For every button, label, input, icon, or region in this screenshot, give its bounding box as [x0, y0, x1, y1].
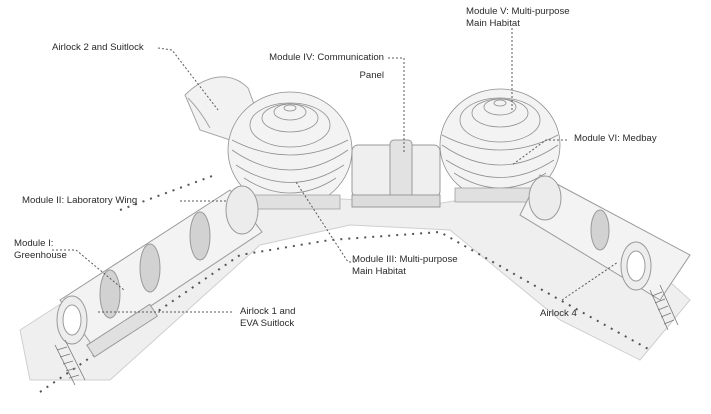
- airlock-1-label: Airlock 1 and EVA Suitlock: [240, 306, 296, 329]
- left-arm: [56, 185, 263, 358]
- right-stairs: [649, 284, 679, 331]
- leader-lines: [52, 28, 619, 313]
- module-1-label: Module I: Greenhouse: [14, 238, 67, 261]
- module-3-dome: [227, 91, 353, 210]
- module-5-label: Module V: Multi-purpose Main Habitat: [466, 6, 570, 29]
- right-arm: [519, 174, 691, 301]
- airlock-4-label: Airlock 4: [540, 308, 577, 319]
- module-6-label: Module VI: Medbay: [574, 133, 657, 144]
- module-3-label: Module III: Multi-purpose Main Habitat: [352, 254, 458, 277]
- module-4: [351, 139, 441, 208]
- module-2-label: Module II: Laboratory Wing: [22, 195, 138, 206]
- airlock-2-label: Airlock 2 and Suitlock: [52, 42, 144, 53]
- left-stairs: [54, 339, 86, 386]
- module-4-label: Module IV: Communication Panel: [269, 52, 384, 81]
